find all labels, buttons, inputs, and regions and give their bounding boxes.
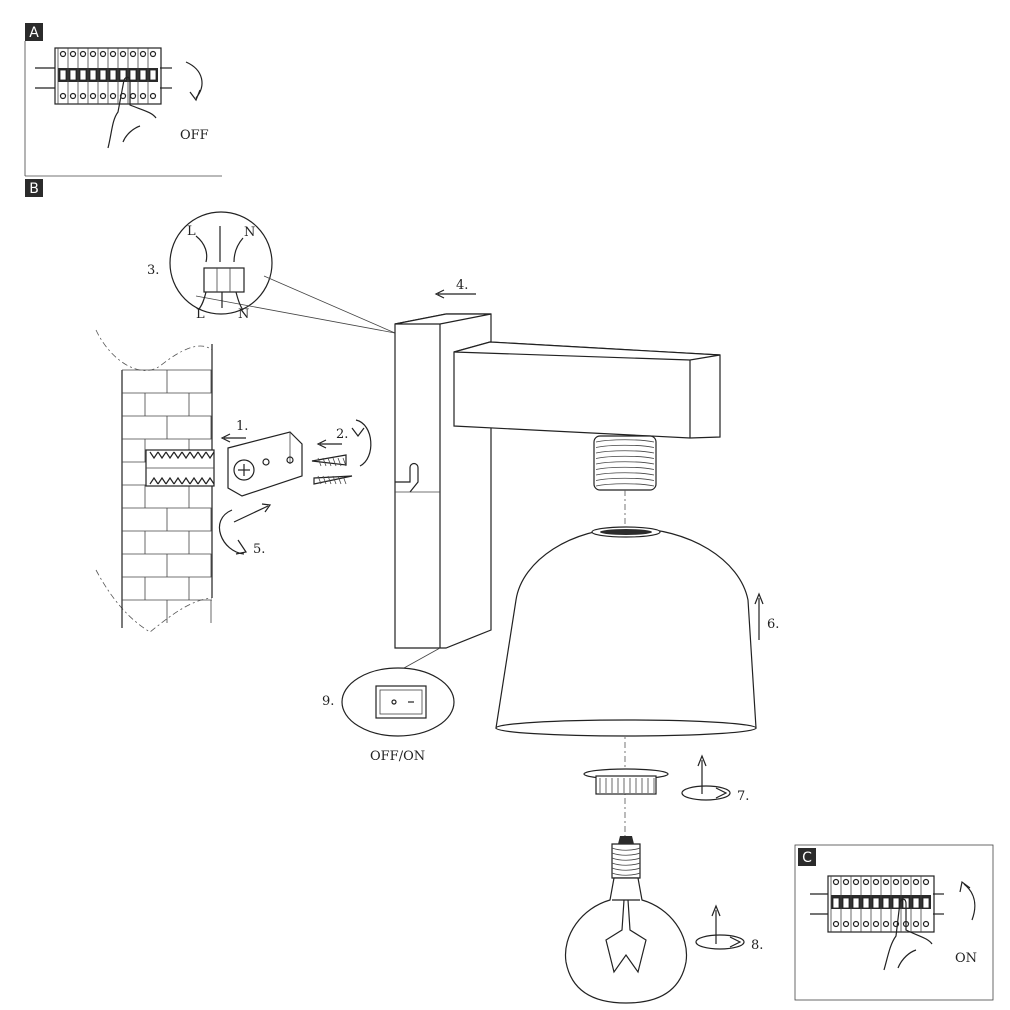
panel-a: A OFF <box>24 23 222 177</box>
step-4-label: 4. <box>456 278 468 293</box>
step-8: 8. <box>695 904 763 953</box>
step-9-label: 9. <box>322 694 334 709</box>
svg-text:L: L <box>187 224 196 239</box>
panel-a-letter: A <box>29 25 39 41</box>
panel-b: B <box>25 179 43 197</box>
step-3-label: 3. <box>147 263 159 278</box>
step-5: 5. <box>218 503 272 557</box>
hand-icon <box>883 898 933 971</box>
light-bulb-icon <box>564 836 688 1004</box>
breaker-block-icon <box>810 875 944 933</box>
step-6-label: 6. <box>767 617 779 632</box>
wiring-detail: L N L N 3. <box>147 211 396 334</box>
step-4: 4. <box>434 278 476 299</box>
step-2: 2. <box>316 419 372 467</box>
step-1: 1. <box>220 419 248 443</box>
panel-a-label: OFF <box>180 128 209 143</box>
lamp-socket-icon <box>593 435 657 491</box>
ring-nut-icon <box>583 768 669 795</box>
step-9: 9. OFF/ON <box>322 647 455 764</box>
panel-b-letter: B <box>29 181 39 197</box>
switch-label: OFF/ON <box>370 749 425 764</box>
rocker-switch-icon <box>375 685 427 719</box>
svg-text:L: L <box>196 307 205 322</box>
svg-text:N: N <box>244 225 255 240</box>
step-7: 7. <box>681 754 749 804</box>
svg-text:N: N <box>238 307 249 322</box>
step-1-label: 1. <box>236 419 248 434</box>
mounting-bracket-icon <box>227 431 303 497</box>
breaker-block-icon <box>35 47 172 105</box>
step-5-label: 5. <box>253 542 265 557</box>
step-6: 6. <box>754 592 779 640</box>
panel-a-letter-box <box>25 23 43 41</box>
panel-c-label: ON <box>955 951 977 966</box>
hand-icon <box>107 76 157 149</box>
rotate-up-arrow-icon <box>963 883 976 921</box>
lamp-shade <box>495 526 757 737</box>
step-7-label: 7. <box>737 789 749 804</box>
lamp-arm <box>453 341 721 439</box>
step-2-label: 2. <box>336 427 348 442</box>
panel-c-letter: C <box>802 850 812 866</box>
screw-icon <box>311 454 353 485</box>
step-8-label: 8. <box>751 938 763 953</box>
wall-plug-icon <box>145 449 215 487</box>
panel-c: C ON <box>794 844 994 1001</box>
